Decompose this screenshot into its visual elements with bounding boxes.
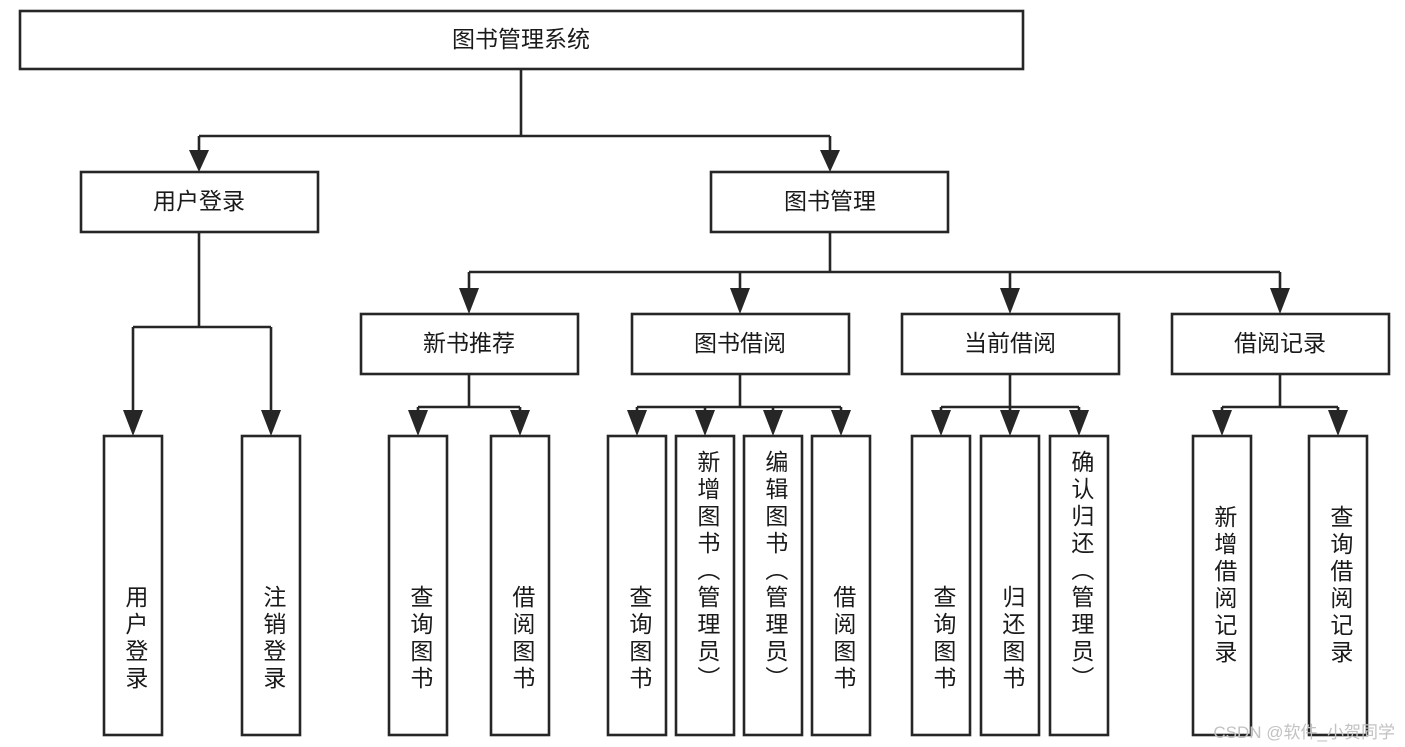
book-manage-label: 图书管理 <box>784 188 876 214</box>
node-book-borrow[interactable]: 图书借阅 <box>630 312 851 376</box>
leaf-confirm-return-box[interactable] <box>1048 434 1110 737</box>
leaf-edit-book[interactable]: 编辑图书（管理员） <box>742 434 804 737</box>
leaf-user-login-label: 用户登录 <box>122 585 149 693</box>
leaf-borrow-book-2[interactable]: 借阅图书 <box>810 434 872 737</box>
current-borrow-box[interactable] <box>900 312 1121 376</box>
arrow-head-leaf-query-book-3 <box>931 410 951 436</box>
arrow-head-book-manage <box>820 150 840 172</box>
leaf-edit-book-box[interactable] <box>742 434 804 737</box>
node-book-manage[interactable]: 图书管理 <box>709 170 950 234</box>
leaf-query-book-3-label: 查询图书 <box>930 585 957 693</box>
node-borrow-record[interactable]: 借阅记录 <box>1170 312 1391 376</box>
leaf-add-record-box[interactable] <box>1191 434 1253 737</box>
leaf-borrow-book-1[interactable]: 借阅图书 <box>489 434 551 737</box>
leaf-query-book-2-box[interactable] <box>606 434 668 737</box>
arrow-head-borrow-record <box>1270 288 1290 314</box>
leaf-query-book-1-label: 查询图书 <box>407 585 434 693</box>
arrow-head-leaf-borrow-book-2 <box>831 410 851 436</box>
borrow-record-box[interactable] <box>1170 312 1391 376</box>
leaf-confirm-return[interactable]: 确认归还（管理员） <box>1048 434 1110 737</box>
node-user-login[interactable]: 用户登录 <box>79 170 320 234</box>
book-borrow-box[interactable] <box>630 312 851 376</box>
leaf-add-book-box[interactable] <box>674 434 736 737</box>
leaf-query-book-2-label: 查询图书 <box>626 585 653 693</box>
leaf-query-book-2[interactable]: 查询图书 <box>606 434 668 737</box>
leaf-logout-label: 注销登录 <box>260 585 287 693</box>
root-box[interactable] <box>18 9 1025 71</box>
leaf-user-login[interactable]: 用户登录 <box>102 434 164 737</box>
book-borrow-label: 图书借阅 <box>694 330 786 356</box>
leaf-add-record[interactable]: 新增借阅记录 <box>1191 434 1253 737</box>
arrow-head-leaf-query-book-2 <box>627 410 647 436</box>
current-borrow-label: 当前借阅 <box>964 330 1056 356</box>
leaf-borrow-book-1-label: 借阅图书 <box>509 585 536 693</box>
leaf-add-book-label: 新增图书（管理员） <box>694 450 721 693</box>
arrow-head-leaf-return-book <box>1000 410 1020 436</box>
arrow-head-leaf-confirm-return <box>1069 410 1089 436</box>
node-root[interactable]: 图书管理系统 <box>18 9 1025 71</box>
leaf-user-login-box[interactable] <box>102 434 164 737</box>
leaf-return-book-label: 归还图书 <box>999 585 1026 693</box>
arrow-head-leaf-edit-book <box>763 410 783 436</box>
arrow-head-current-borrow <box>1000 288 1020 314</box>
leaf-query-book-1-box[interactable] <box>387 434 449 737</box>
leaf-query-record[interactable]: 查询借阅记录 <box>1307 434 1369 737</box>
leaf-add-record-label: 新增借阅记录 <box>1211 505 1238 667</box>
leaf-return-book[interactable]: 归还图书 <box>979 434 1041 737</box>
new-book-rec-box[interactable] <box>359 312 580 376</box>
leaf-edit-book-label: 编辑图书（管理员） <box>762 450 789 693</box>
arrow-head-new-book-rec <box>459 288 479 314</box>
borrow-record-label: 借阅记录 <box>1234 330 1326 356</box>
leaf-query-record-label: 查询借阅记录 <box>1327 505 1354 667</box>
leaf-confirm-return-label: 确认归还（管理员） <box>1068 450 1095 693</box>
leaf-query-book-3[interactable]: 查询图书 <box>910 434 972 737</box>
arrow-head-leaf-add-book <box>695 410 715 436</box>
arrow-head-leaf-add-record <box>1212 410 1232 436</box>
leaf-query-book-3-box[interactable] <box>910 434 972 737</box>
new-book-rec-label: 新书推荐 <box>423 330 515 356</box>
arrow-head-leaf-query-record <box>1328 410 1348 436</box>
leaf-return-book-box[interactable] <box>979 434 1041 737</box>
leaf-borrow-book-2-box[interactable] <box>810 434 872 737</box>
leaf-logout[interactable]: 注销登录 <box>240 434 302 737</box>
arrow-head-leaf-logout <box>261 410 281 436</box>
leaf-add-book[interactable]: 新增图书（管理员） <box>674 434 736 737</box>
leaf-query-record-box[interactable] <box>1307 434 1369 737</box>
leaf-query-book-1[interactable]: 查询图书 <box>387 434 449 737</box>
arrow-head-user-login <box>189 150 209 172</box>
arrow-head-book-borrow <box>730 288 750 314</box>
node-new-book-rec[interactable]: 新书推荐 <box>359 312 580 376</box>
user-login-label: 用户登录 <box>153 188 245 214</box>
arrow-head-leaf-user-login <box>123 410 143 436</box>
arrow-head-leaf-query-book-1 <box>408 410 428 436</box>
leaf-borrow-book-1-box[interactable] <box>489 434 551 737</box>
arrow-head-leaf-borrow-book-1 <box>510 410 530 436</box>
leaf-logout-box[interactable] <box>240 434 302 737</box>
leaf-borrow-book-2-label: 借阅图书 <box>830 585 857 693</box>
book-manage-box[interactable] <box>709 170 950 234</box>
node-current-borrow[interactable]: 当前借阅 <box>900 312 1121 376</box>
root-label: 图书管理系统 <box>452 26 590 52</box>
